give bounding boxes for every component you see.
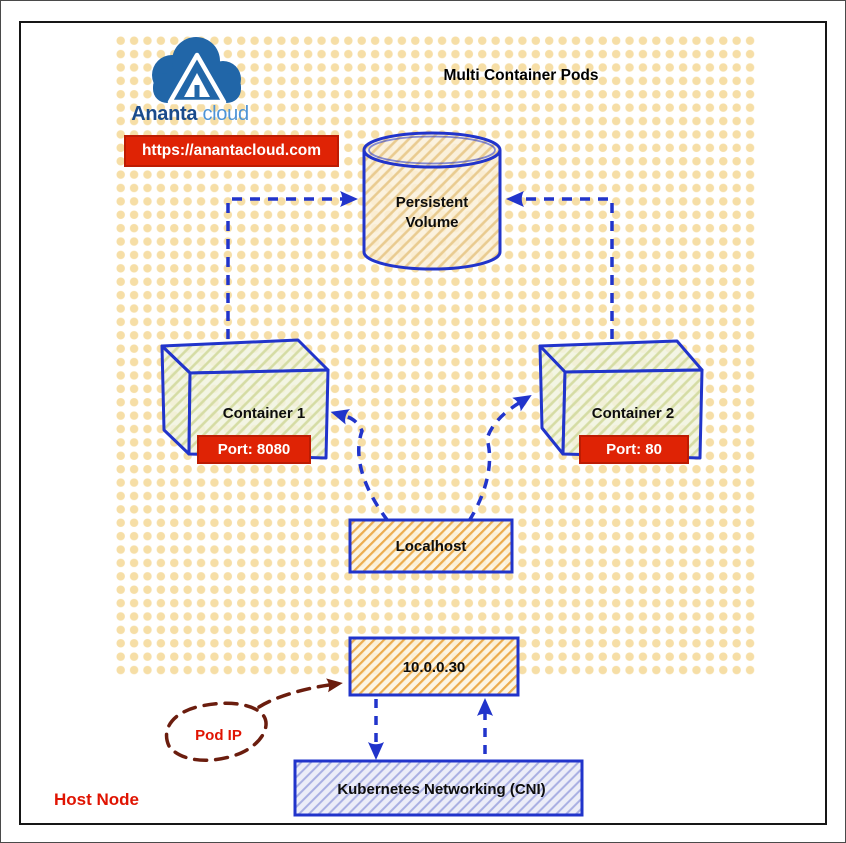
- persistent-volume-label: Persistent Volume: [367, 193, 497, 233]
- url-badge: https://anantacloud.com: [124, 135, 339, 167]
- container1-label: Container 1: [222, 405, 306, 422]
- container2-label: Container 2: [591, 405, 675, 422]
- cni-label: Kubernetes Networking (CNI): [337, 781, 546, 798]
- pod-ip-shape: [348, 636, 520, 697]
- arrow-localhost-to-container2: [467, 395, 532, 522]
- pod-ip-annotation-label: Pod IP: [195, 727, 242, 744]
- container2-port-badge: Port: 80: [579, 435, 689, 464]
- host-node-boundary: [19, 21, 827, 825]
- arrow-localhost-to-container1: [330, 409, 390, 523]
- logo-brand-secondary: cloud: [202, 103, 249, 125]
- pod-ip-address-label: 10.0.0.30: [402, 659, 466, 676]
- persistent-volume-label-line1: Persistent: [395, 194, 469, 211]
- container1-port-badge: Port: 8080: [197, 435, 311, 464]
- localhost-label: Localhost: [395, 538, 467, 555]
- persistent-volume-shape: [362, 131, 502, 271]
- host-node-label: Host Node: [54, 790, 139, 809]
- persistent-volume-label-line2: Volume: [405, 214, 459, 231]
- logo-brand-primary: Ananta: [131, 103, 198, 125]
- diagram-title: Multi Container Pods: [443, 67, 599, 84]
- ananta-cloud-logo-icon: [152, 37, 241, 105]
- arrow-container2-to-volume: [506, 191, 614, 339]
- logo-wordmark: Ananta cloud: [127, 103, 253, 126]
- arrow-container1-to-volume: [226, 191, 358, 339]
- localhost-shape: [348, 518, 514, 574]
- cni-shape: [293, 759, 584, 817]
- pod-ip-annotation-ellipse: [164, 678, 343, 762]
